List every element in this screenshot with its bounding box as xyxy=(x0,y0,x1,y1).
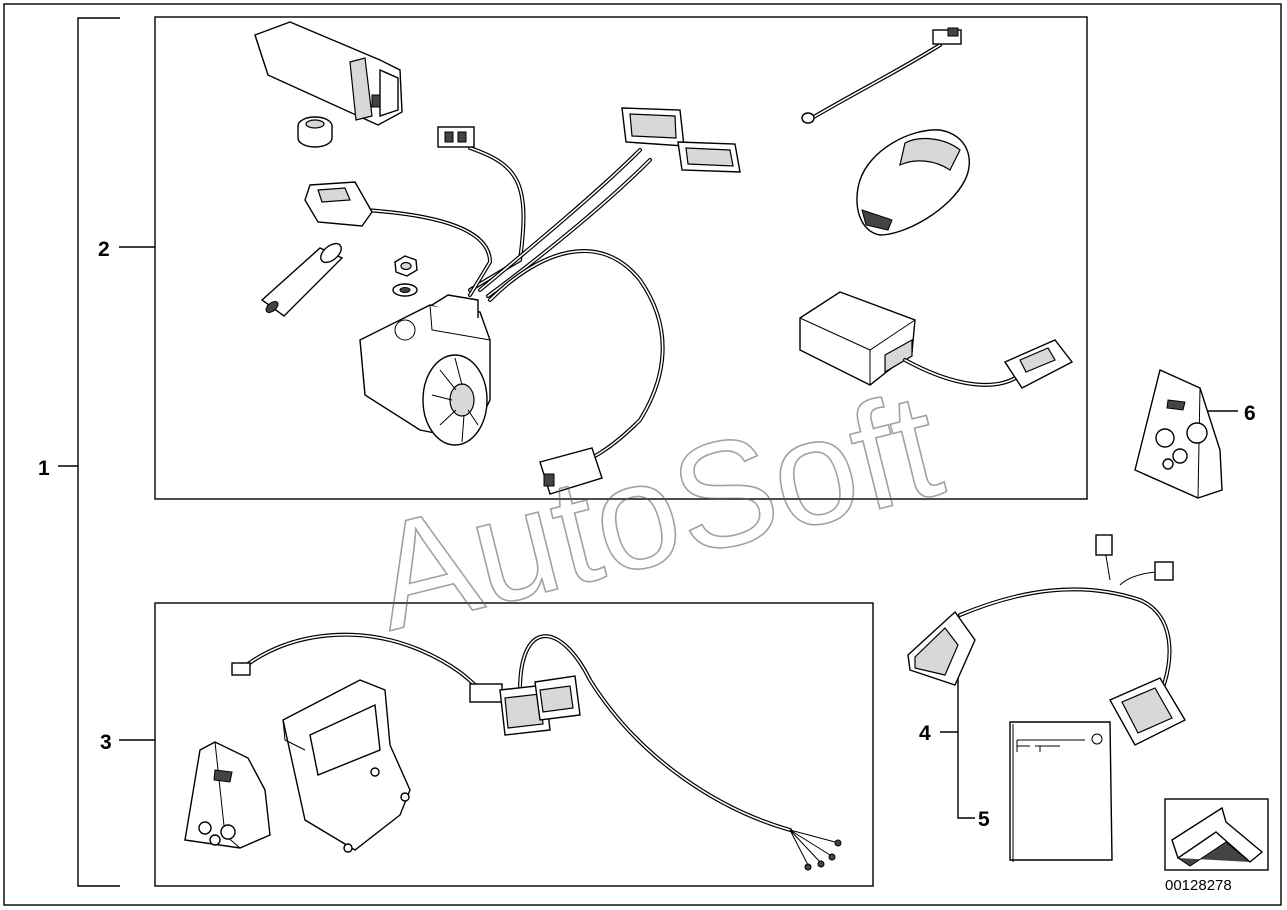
callout-4: 4 xyxy=(919,722,931,745)
callout-2: 2 xyxy=(98,238,110,261)
callout-3: 3 xyxy=(100,731,112,754)
group-bracket xyxy=(58,17,120,887)
adapter-harness-icon xyxy=(231,632,842,871)
callout-1: 1 xyxy=(38,457,50,480)
callout-5: 5 xyxy=(978,808,990,831)
leader-4-5 xyxy=(940,676,975,819)
subframe-item-3 xyxy=(154,602,874,887)
callout-6: 6 xyxy=(1244,402,1256,425)
outer-frame xyxy=(3,3,1282,906)
mounting-bracket-icon xyxy=(184,741,271,849)
alarm-module-icon xyxy=(254,21,403,126)
bracket-item-6-icon xyxy=(1134,369,1223,499)
wiring-harness-icon xyxy=(304,107,741,495)
manual-booklet-icon xyxy=(1009,721,1113,862)
sensor-cable-icon xyxy=(801,27,962,124)
holder-plate-icon xyxy=(282,679,411,853)
subframe-item-2 xyxy=(154,16,1088,500)
reference-arrow-icon xyxy=(1164,798,1269,871)
control-unit-icon xyxy=(799,291,1074,389)
plug-cap-icon xyxy=(297,116,333,148)
nut-washer-icon xyxy=(392,255,418,297)
document-number: 00128278 xyxy=(1165,877,1232,894)
key-sensor-icon xyxy=(260,242,344,317)
cable-harness-item-4-icon xyxy=(907,534,1186,746)
siren-icon xyxy=(359,294,491,446)
remote-key-fob-icon xyxy=(856,129,970,236)
